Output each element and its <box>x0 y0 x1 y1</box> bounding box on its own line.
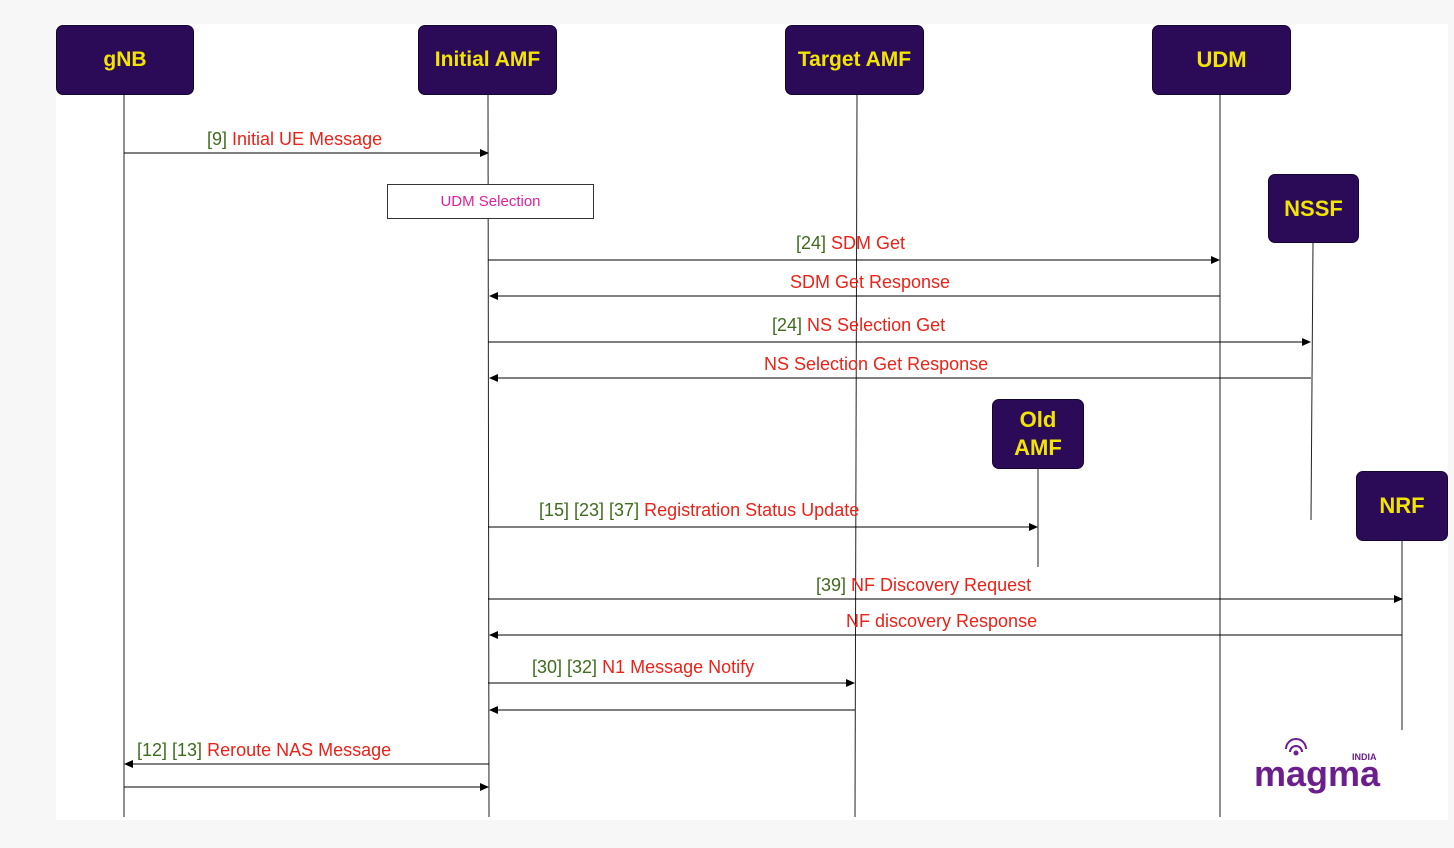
message-n1-message-notify: [30] [32] N1 Message Notify <box>532 657 754 677</box>
message-label: NF Discovery Request <box>851 575 1032 595</box>
lifeline-nssf <box>1310 242 1314 521</box>
note-udm-selection-text: UDM Selection <box>440 193 541 210</box>
message-nf-discovery-request: [39] NF Discovery Request <box>816 575 1031 595</box>
message-label: Initial UE Message <box>232 129 383 149</box>
message-label: N1 Message Notify <box>602 657 755 677</box>
message-ns-selection-get: [24] NS Selection Get <box>772 315 945 335</box>
participant-old-amf-label-line2: AMF <box>1014 435 1062 460</box>
message-refs: [24] <box>796 233 827 253</box>
message-label: Registration Status Update <box>644 500 860 520</box>
message-sdm-get-response: SDM Get Response <box>790 272 950 292</box>
participant-udm: UDM <box>1152 25 1291 95</box>
message-sdm-get: [24] SDM Get <box>796 233 905 253</box>
message-refs: [15] [23] [37] <box>539 500 640 520</box>
message-refs: [12] [13] <box>137 740 203 760</box>
participant-udm-label: UDM <box>1196 47 1247 72</box>
lifeline-target-amf <box>854 94 858 818</box>
message-label: NF discovery Response <box>846 611 1038 631</box>
participant-initial-amf-label: Initial AMF <box>434 48 541 71</box>
message-refs: [39] <box>816 575 847 595</box>
participant-gnb: gNB <box>56 25 194 95</box>
participant-nrf-label: NRF <box>1379 493 1425 518</box>
message-label: NS Selection Get Response <box>764 354 989 374</box>
message-registration-status-update: [15] [23] [37] Registration Status Updat… <box>539 500 859 520</box>
participant-old-amf: Old AMF <box>992 399 1084 469</box>
magma-logo-graphic: magma INDIA <box>1254 738 1381 794</box>
participant-old-amf-label-line1: Old <box>1019 407 1057 432</box>
participant-nssf-label: NSSF <box>1284 195 1343 221</box>
message-ns-selection-get-response: NS Selection Get Response <box>764 354 988 374</box>
message-refs: [24] <box>772 315 803 335</box>
message-reroute-nas: [12] [13] Reroute NAS Message <box>137 740 391 760</box>
diagram-canvas <box>56 24 1448 820</box>
message-label: SDM Get <box>831 233 906 253</box>
message-label: SDM Get Response <box>790 272 951 292</box>
message-initial-ue: [9] Initial UE Message <box>207 129 382 149</box>
note-udm-selection: UDM Selection <box>387 184 594 219</box>
magma-logo: magma INDIA <box>1254 738 1402 798</box>
logo-wordmark: magma <box>1254 753 1381 794</box>
participant-initial-amf: Initial AMF <box>418 25 557 95</box>
message-refs: [30] [32] <box>532 657 598 677</box>
participant-nrf: NRF <box>1356 471 1448 541</box>
logo-subtext: INDIA <box>1352 752 1377 762</box>
message-nf-discovery-response: NF discovery Response <box>846 611 1037 631</box>
message-label: NS Selection Get <box>807 315 946 335</box>
participant-nssf: NSSF <box>1268 174 1359 243</box>
message-label: Reroute NAS Message <box>207 740 392 760</box>
participant-target-amf: Target AMF <box>785 25 924 95</box>
message-refs: [9] <box>207 129 228 149</box>
participant-target-amf-label: Target AMF <box>797 48 912 71</box>
participant-gnb-label: gNB <box>103 48 147 71</box>
